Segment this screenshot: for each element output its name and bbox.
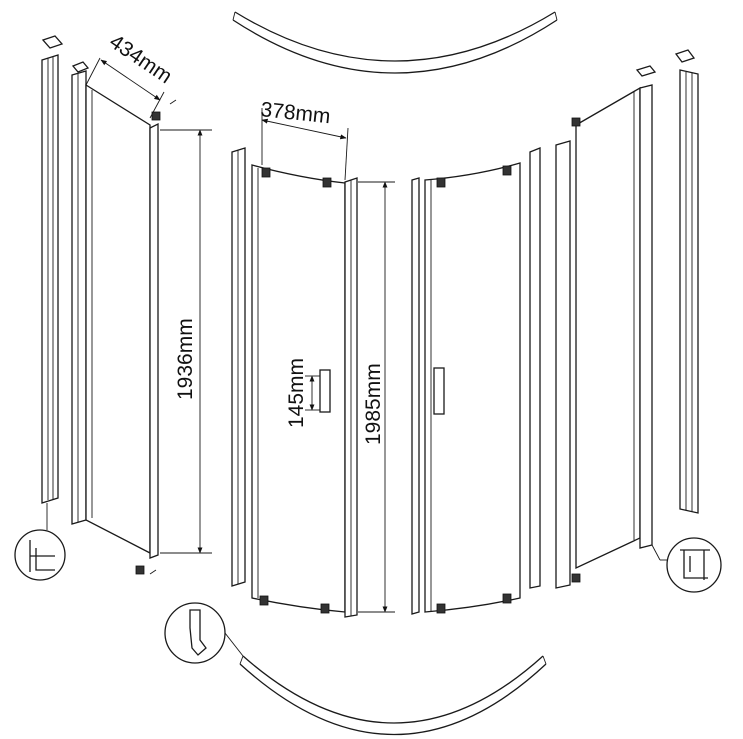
right-profile-detail (651, 537, 722, 593)
dimension-door-width: 378mm (259, 98, 349, 181)
door-roller (502, 593, 512, 604)
hinge-bracket (151, 111, 161, 121)
left-profile-detail (14, 503, 66, 581)
left-wall-profile (41, 35, 90, 525)
dimension-side-height: 1936mm (160, 129, 212, 554)
door-hinge (436, 177, 446, 188)
top-curved-rail (232, 11, 558, 74)
bottom-curved-rail (239, 655, 547, 736)
handle-height-label: 145mm (285, 358, 308, 428)
right-side-panel (555, 65, 657, 589)
hinge-bracket (135, 565, 145, 575)
hinge-bracket (571, 573, 581, 583)
left-door-handle (319, 369, 331, 413)
door-roller (320, 603, 330, 614)
left-end-cap (41, 35, 64, 49)
dimension-door-height: 1985mm (358, 181, 395, 613)
dimension-handle: 145mm (285, 358, 320, 428)
right-door (411, 147, 541, 615)
right-wall-profile (674, 49, 699, 514)
door-width-label: 378mm (259, 98, 331, 128)
door-height-label: 1985mm (362, 363, 385, 445)
left-door (231, 147, 358, 618)
door-hinge (502, 165, 512, 176)
hinge-bracket (571, 117, 581, 127)
side-width-label: 434mm (105, 30, 176, 88)
left-side-panel (85, 83, 177, 575)
right-door-handle (433, 367, 445, 415)
door-roller (259, 595, 269, 606)
door-hinge (322, 177, 332, 188)
door-roller (436, 603, 446, 614)
right-end-cap (674, 49, 696, 63)
seal-profile-detail (164, 602, 244, 664)
side-height-label: 1936mm (174, 318, 197, 400)
door-hinge (261, 167, 271, 178)
